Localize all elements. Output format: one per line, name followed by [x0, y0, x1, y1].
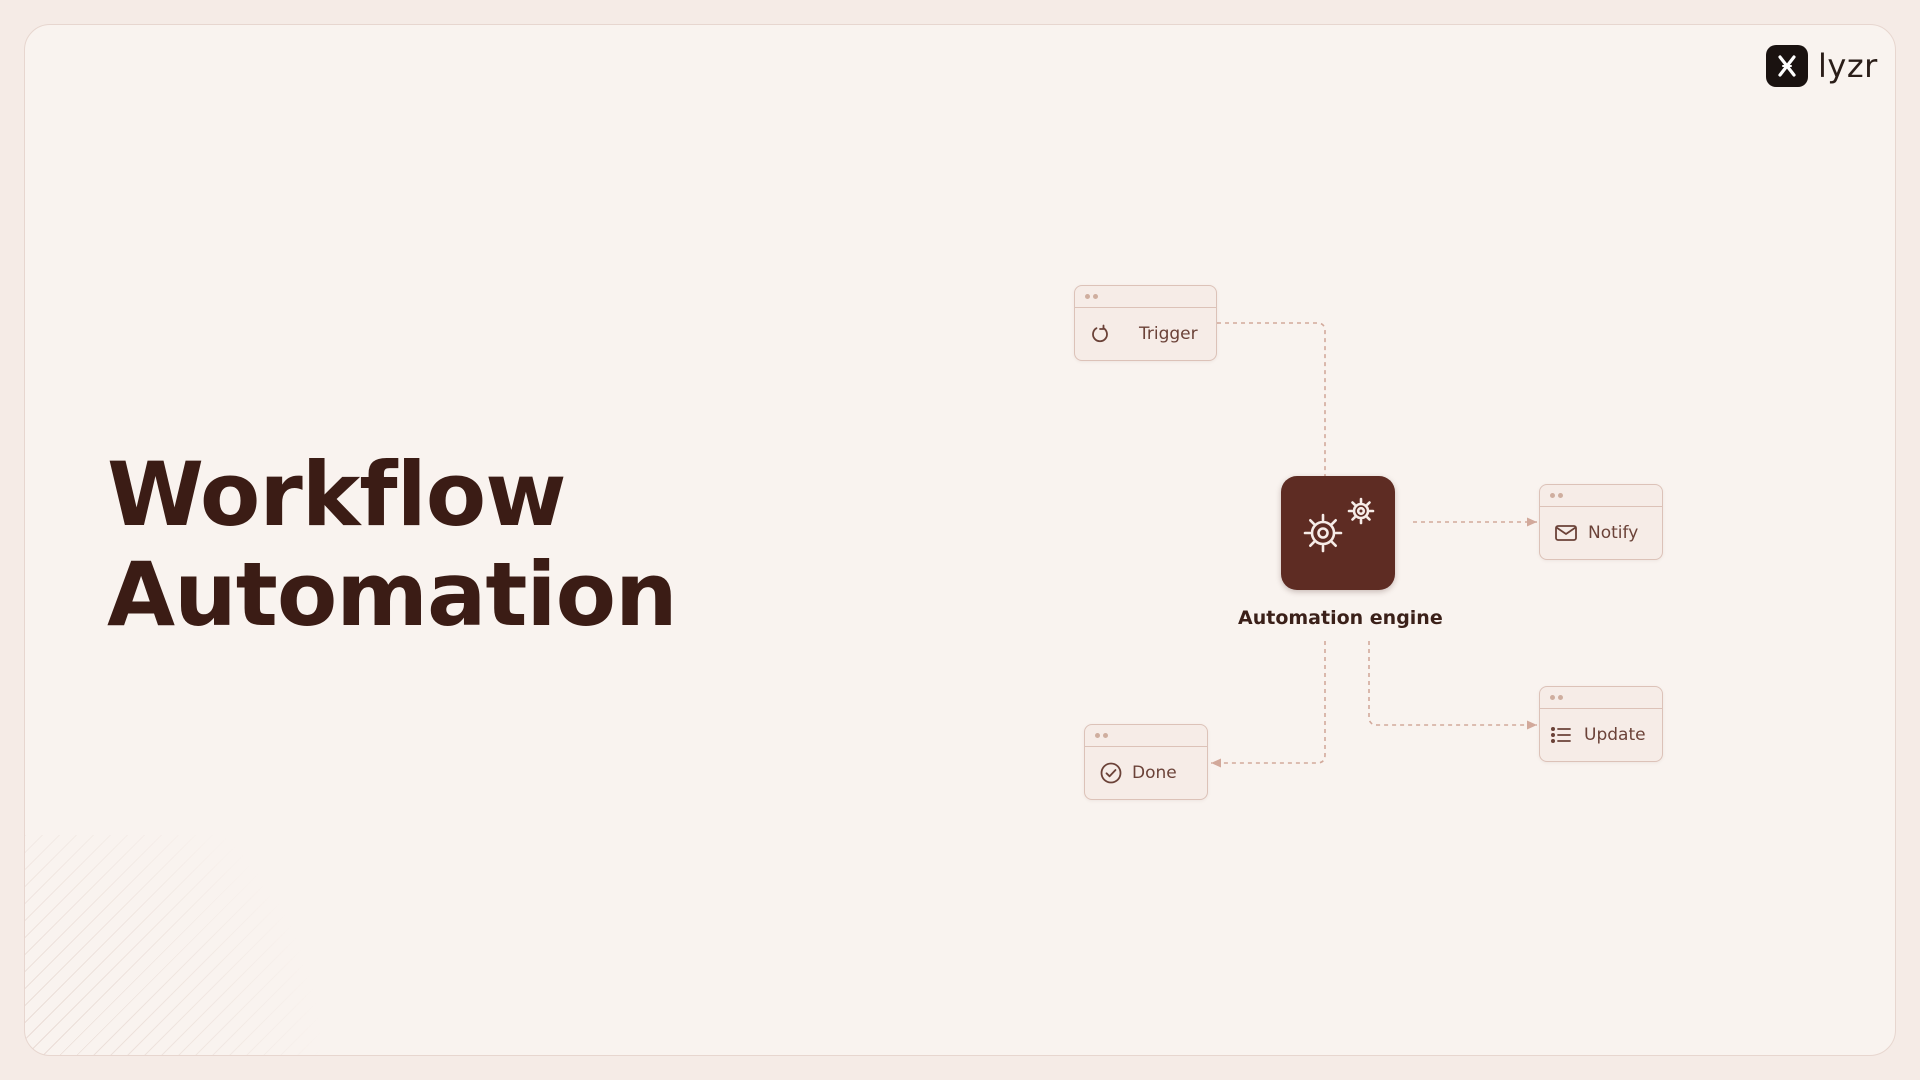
hatch-decoration — [25, 835, 335, 1055]
window-dots — [1095, 733, 1108, 738]
gears-icon — [1281, 497, 1395, 594]
window-dots — [1085, 294, 1098, 299]
node-update-label: Update — [1584, 725, 1646, 745]
node-done[interactable]: Done — [1084, 724, 1208, 800]
brand-name: lyzr — [1818, 47, 1878, 85]
automation-engine-node[interactable] — [1281, 476, 1395, 590]
check-circle-icon — [1099, 761, 1123, 785]
node-notify-label: Notify — [1588, 523, 1639, 543]
automation-engine-label: Automation engine — [1238, 607, 1443, 629]
brand-logo: lyzr — [1766, 45, 1878, 87]
page-title: Workflow Automation — [107, 443, 678, 646]
node-trigger-label: Trigger — [1139, 324, 1198, 344]
lyzr-logo-icon — [1766, 45, 1808, 87]
node-update[interactable]: Update — [1539, 686, 1663, 762]
window-dots — [1550, 695, 1563, 700]
node-done-label: Done — [1132, 763, 1177, 783]
title-line-2: Automation — [107, 543, 678, 646]
window-dots — [1550, 493, 1563, 498]
slide-card: lyzr Workflow Automation Trigger — [24, 24, 1896, 1056]
node-notify[interactable]: Notify — [1539, 484, 1663, 560]
node-trigger[interactable]: Trigger — [1074, 285, 1217, 361]
connector-engine-update — [1368, 641, 1537, 730]
connector-engine-done — [1211, 641, 1326, 768]
refresh-icon — [1089, 323, 1111, 345]
diagram-connectors — [1211, 322, 1537, 768]
mail-icon — [1554, 523, 1578, 543]
connector-trigger-engine — [1217, 322, 1326, 476]
list-icon — [1550, 725, 1572, 745]
title-line-1: Workflow — [107, 443, 567, 546]
